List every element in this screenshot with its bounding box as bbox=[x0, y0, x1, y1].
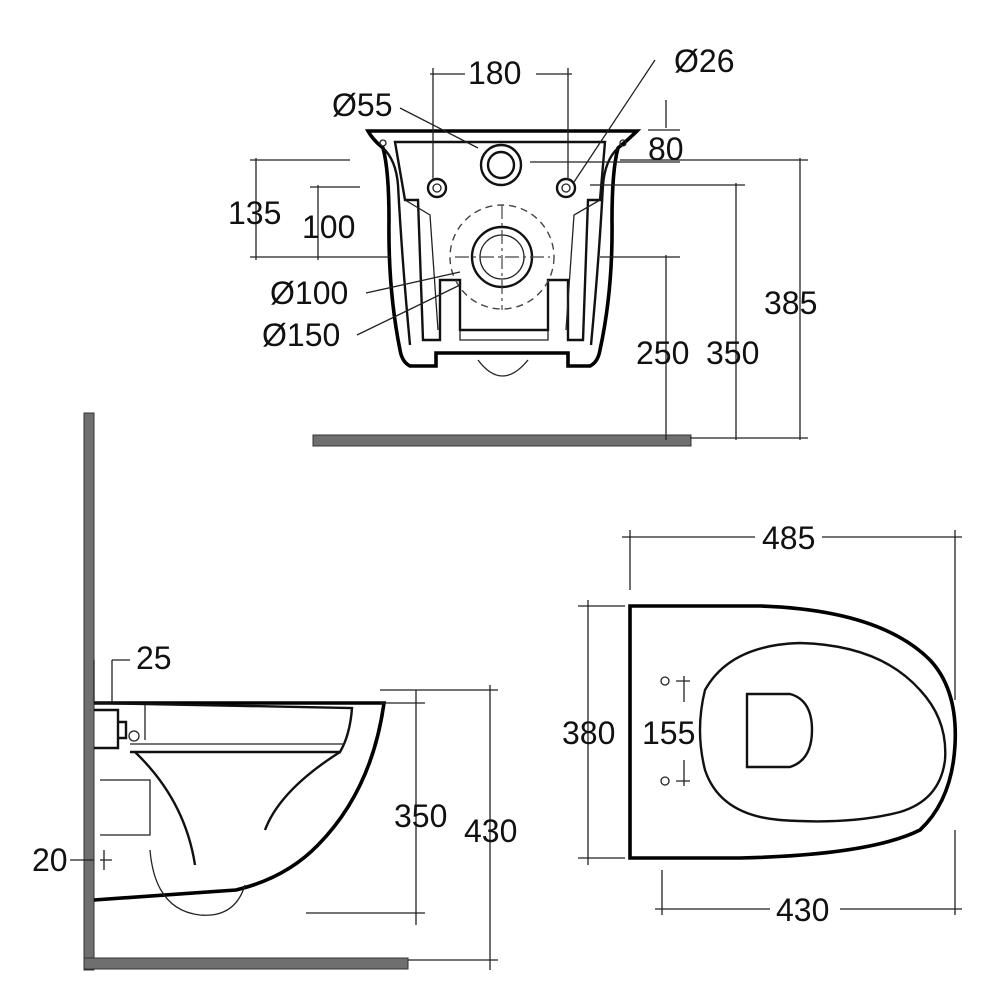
front-dim-385-lines bbox=[620, 158, 808, 440]
side-wall bbox=[83, 412, 95, 971]
front-dim-350: 350 bbox=[706, 335, 759, 371]
front-corner-hole-right bbox=[619, 139, 627, 147]
front-leader-26 bbox=[573, 59, 656, 183]
front-leader-100 bbox=[365, 271, 461, 294]
side-dim-20: 20 bbox=[32, 842, 68, 878]
front-dim-d55: Ø55 bbox=[332, 87, 392, 123]
side-floor bbox=[83, 957, 409, 970]
front-dim-385: 385 bbox=[764, 285, 817, 321]
side-dim-430-lines bbox=[380, 685, 498, 970]
top-outlet bbox=[745, 692, 814, 769]
front-leader-55 bbox=[399, 107, 479, 149]
side-dim-25-lines bbox=[93, 659, 130, 702]
front-fix-hole-right bbox=[555, 177, 577, 199]
front-dim-80-lines bbox=[530, 100, 680, 163]
front-inlet-outer bbox=[479, 143, 523, 187]
top-dim-380: 380 bbox=[562, 715, 615, 751]
top-dim-155: 155 bbox=[642, 715, 695, 751]
front-dim-d100: Ø100 bbox=[270, 275, 348, 311]
front-view: Ø55 180 Ø26 80 135 100 Ø100 Ø150 250 350… bbox=[228, 43, 817, 447]
front-dim-100-lines bbox=[310, 185, 360, 260]
top-dim-380-lines bbox=[578, 600, 625, 865]
front-dim-250: 250 bbox=[636, 335, 689, 371]
side-dim-25: 25 bbox=[136, 640, 172, 676]
top-dim-430-lines bbox=[655, 830, 962, 915]
side-rim bbox=[93, 701, 354, 754]
side-bracket bbox=[94, 708, 128, 750]
front-fix-hole-right-inner bbox=[561, 183, 571, 193]
front-dim-d26: Ø26 bbox=[674, 43, 734, 79]
side-dim-20-lines bbox=[70, 850, 112, 870]
front-fix-hole-left-inner bbox=[432, 183, 442, 193]
front-inner-right bbox=[589, 147, 619, 346]
side-bracket-hole bbox=[128, 730, 140, 742]
front-dim-180-lines bbox=[430, 68, 572, 180]
top-inner-bowl bbox=[698, 641, 947, 823]
front-leader-150 bbox=[356, 284, 461, 336]
side-inner-frame bbox=[100, 705, 151, 836]
top-view: 485 380 155 430 bbox=[562, 520, 962, 928]
front-trap-bulge bbox=[477, 359, 529, 377]
front-dim-100: 100 bbox=[302, 209, 355, 245]
top-dim-485-lines bbox=[622, 530, 962, 700]
side-dim-430: 430 bbox=[464, 813, 517, 849]
side-dim-350-lines bbox=[306, 690, 425, 925]
front-inner-left bbox=[382, 147, 412, 346]
top-fix-hole-upper bbox=[660, 676, 670, 686]
front-bowl-outline bbox=[364, 129, 642, 368]
front-dim-80: 80 bbox=[648, 131, 684, 167]
front-corner-hole-left bbox=[379, 139, 387, 147]
top-fix-hole-lower bbox=[660, 776, 670, 786]
side-trap bbox=[149, 849, 246, 916]
front-dim-135: 135 bbox=[228, 195, 281, 231]
side-view: 25 20 350 430 bbox=[32, 412, 517, 971]
front-dim-d150: Ø150 bbox=[262, 317, 340, 353]
top-outline bbox=[628, 604, 958, 860]
front-dim-135-lines bbox=[250, 158, 390, 260]
front-fix-hole-left bbox=[426, 177, 448, 199]
front-back-frame bbox=[393, 140, 607, 342]
front-floor-slab bbox=[312, 434, 692, 447]
top-dim-485: 485 bbox=[762, 520, 815, 556]
top-dim-430: 430 bbox=[776, 892, 829, 928]
front-dim-180: 180 bbox=[468, 55, 521, 91]
top-dim-155-lines bbox=[676, 676, 690, 786]
front-inlet-inner bbox=[486, 150, 516, 180]
side-bowl-outline bbox=[93, 701, 387, 902]
front-dim-250-lines bbox=[600, 255, 680, 440]
side-bowl-interior bbox=[134, 750, 341, 866]
side-dim-350: 350 bbox=[394, 798, 447, 834]
front-rails bbox=[404, 199, 601, 341]
front-dim-350-lines bbox=[590, 183, 745, 440]
